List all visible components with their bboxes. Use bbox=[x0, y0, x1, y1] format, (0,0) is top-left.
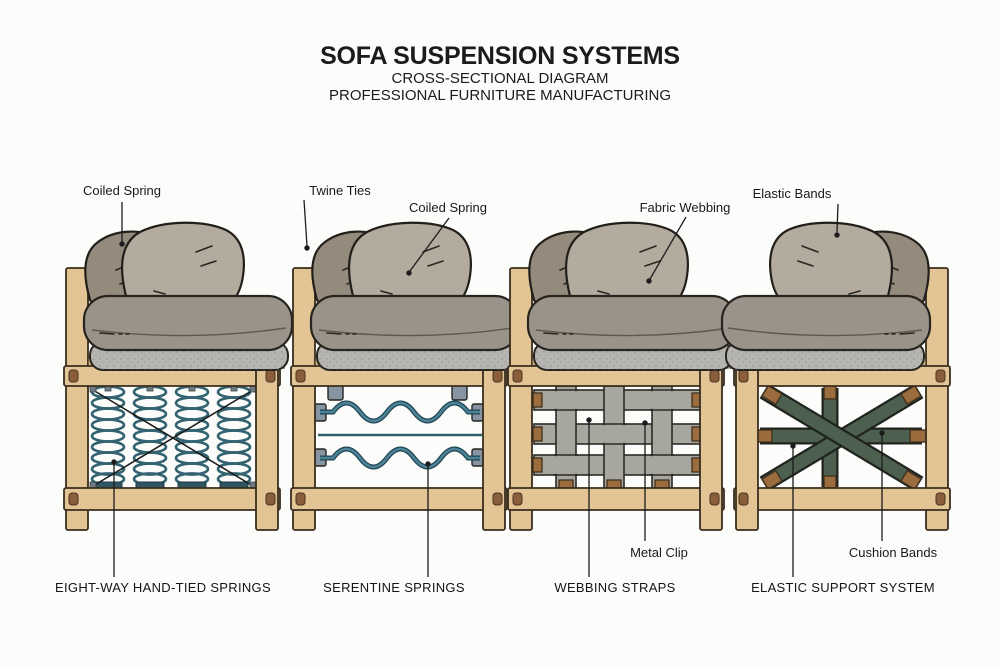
system-name-webbing-straps: WEBBING STRAPS bbox=[554, 580, 676, 595]
callout-fabric-webbing: Fabric Webbing bbox=[639, 200, 731, 215]
callout-cushion-bands: Cushion Bands bbox=[848, 545, 938, 560]
callout-coiled-spring-1: Coiled Spring bbox=[82, 183, 162, 198]
page-subtitle-1: CROSS-SECTIONAL DIAGRAM bbox=[391, 70, 609, 87]
system-name-serentine-springs: SERENTINE SPRINGS bbox=[323, 580, 465, 595]
callout-elastic-bands: Elastic Bands bbox=[752, 186, 832, 201]
system-name-elastic-support-system: ELASTIC SUPPORT SYSTEM bbox=[751, 580, 935, 595]
page-subtitle-2: PROFESSIONAL FURNITURE MANUFACTURING bbox=[329, 87, 671, 104]
webbing-straps-graphic bbox=[532, 385, 702, 490]
elastic-bands-graphic bbox=[755, 382, 927, 493]
sofa-2-illustration bbox=[289, 221, 521, 532]
system-name-eight-way-hand-tied-springs: EIGHT-WAY HAND-TIED SPRINGS bbox=[55, 580, 271, 595]
leader-lines bbox=[111, 199, 885, 577]
callout-metal-clip: Metal Clip bbox=[630, 545, 688, 560]
callout-twine-ties: Twine Ties bbox=[309, 183, 371, 198]
coil-springs-graphic bbox=[89, 384, 257, 491]
title-block: SOFA SUSPENSION SYSTEMS CROSS-SECTIONAL … bbox=[0, 42, 1000, 104]
serpentine-springs-graphic bbox=[314, 383, 484, 470]
callout-coiled-spring-2: Coiled Spring bbox=[408, 200, 488, 215]
page-title: SOFA SUSPENSION SYSTEMS bbox=[320, 42, 680, 70]
